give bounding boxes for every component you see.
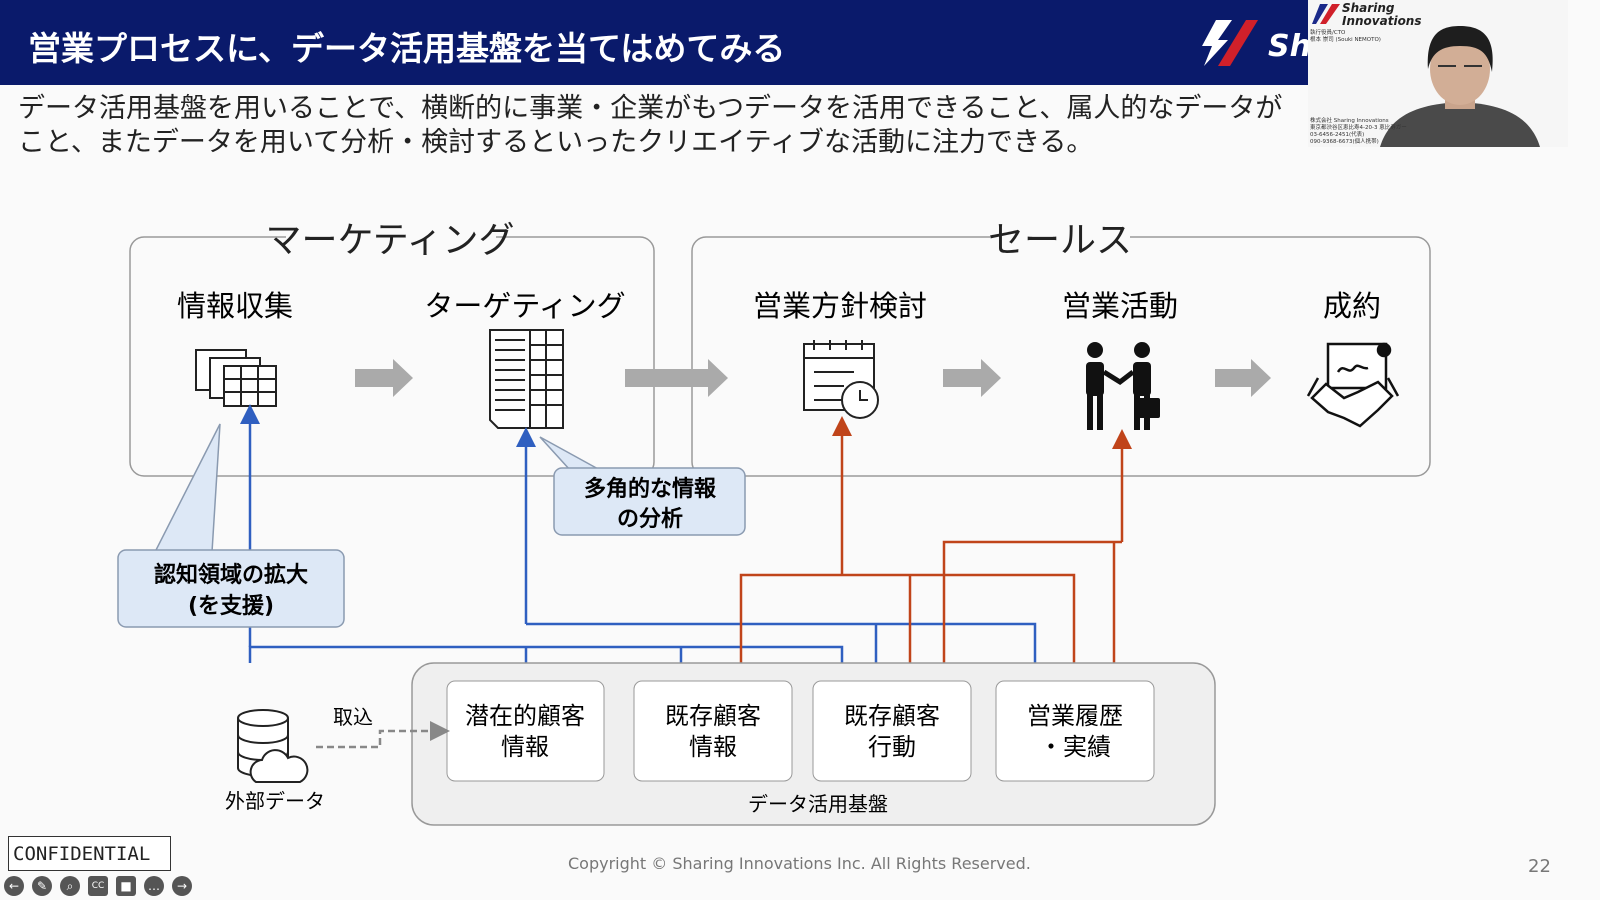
video-logo-line2: Innovations — [1342, 14, 1422, 28]
speaker-person — [1380, 26, 1540, 147]
platform-item-1-line-2: 情報 — [501, 733, 549, 761]
previous-slide-icon[interactable]: ← — [4, 876, 24, 896]
platform-item-2-line-1: 既存顧客 — [665, 702, 761, 730]
zoom-icon[interactable]: ⌕ — [60, 876, 80, 896]
company-name: 株式会社 Sharing Innovations — [1310, 118, 1389, 124]
step-targeting: ターゲティング — [424, 289, 625, 323]
callout-analysis-line-1: 多角的な情報 — [584, 476, 717, 502]
phone-mobile: 090-9368-6673(個人携帯) — [1310, 139, 1379, 145]
platform-item-4-line-1: 営業履歴 — [1027, 702, 1123, 730]
platform-item-3-line-2: 行動 — [868, 733, 916, 761]
video-logo-line1: Sharing — [1342, 1, 1395, 15]
platform-item-potential-customers — [446, 680, 605, 782]
callout-awareness: 認知領域の拡大 (を支援) — [117, 423, 345, 628]
platform-item-sales-history — [995, 680, 1155, 782]
import-arrow — [316, 721, 450, 749]
captions-icon[interactable]: CC — [88, 876, 108, 896]
business-meeting-icon — [1086, 342, 1160, 430]
page-number: 22 — [1528, 856, 1551, 877]
speaker-name: 根本 崇司 (Souki NEMOTO) — [1310, 37, 1381, 43]
callout-analysis-line-2: の分析 — [617, 507, 683, 532]
flow-arrow-3 — [943, 359, 1001, 397]
speaker-role: 執行役員/CTO — [1310, 30, 1346, 36]
data-platform-label: データ活用基盤 — [748, 792, 888, 816]
step-info-collection: 情報収集 — [177, 289, 293, 323]
flow-arrow-1 — [355, 359, 413, 397]
external-data-label: 外部データ — [225, 789, 325, 813]
import-label: 取込 — [333, 705, 373, 729]
sales-group-box — [691, 236, 1431, 477]
blue-data-lines — [240, 404, 1037, 663]
phone-main: 03-6456-2451(代表) — [1310, 132, 1365, 138]
video-logo-icon — [1312, 4, 1340, 24]
confidential-label: CONFIDENTIAL — [8, 836, 171, 871]
callout-analysis: 多角的な情報 の分析 — [539, 436, 746, 536]
flow-arrow-2 — [625, 359, 728, 397]
lead-text: データ活用基盤を用いることで、横断的に事業・企業がもつデータを活用できること、属… — [18, 92, 1302, 160]
flow-arrows — [355, 359, 1271, 397]
copyright: Copyright © Sharing Innovations Inc. All… — [568, 854, 1031, 873]
svg-text:Sh: Sh — [1268, 29, 1308, 64]
pen-icon[interactable]: ✎ — [32, 876, 52, 896]
calendar-clock-icon — [803, 340, 879, 419]
more-options-icon[interactable]: … — [144, 876, 164, 896]
platform-item-2-line-2: 情報 — [689, 733, 737, 761]
sales-label: セールス — [988, 220, 1132, 261]
database-cloud-icon — [237, 709, 309, 783]
spreadsheets-icon — [195, 349, 277, 407]
orange-data-lines — [739, 416, 1132, 663]
step-sales-policy: 営業方針検討 — [753, 289, 927, 323]
platform-item-existing-customers — [633, 680, 793, 782]
next-slide-icon[interactable]: → — [172, 876, 192, 896]
slide-title: 営業プロセスに、データ活用基盤を当てはめてみる — [28, 29, 786, 68]
slide-header: 営業プロセスに、データ活用基盤を当てはめてみる Sh — [0, 0, 1308, 85]
platform-item-1-line-1: 潜在的顧客 — [465, 702, 585, 730]
camera-icon[interactable]: ■ — [116, 876, 136, 896]
platform-item-3-line-1: 既存顧客 — [844, 702, 940, 730]
callout-awareness-line-2: (を支援) — [188, 594, 274, 619]
company-address: 東京都渋谷区恵比寿4-20-3 恵比寿ガー — [1310, 125, 1407, 131]
marketing-label: マーケティング — [265, 220, 514, 261]
flow-arrow-4 — [1215, 359, 1271, 397]
lead-text-line-2: こと、またデータを用いて分析・検討するといったクリエイティブな活動に注力できる。 — [18, 127, 1094, 158]
platform-item-customer-behavior — [812, 680, 972, 782]
callout-awareness-line-1: 認知領域の拡大 — [154, 562, 308, 588]
platform-item-4-line-2: ・実績 — [1039, 733, 1111, 761]
step-sales-activity: 営業活動 — [1062, 289, 1178, 323]
sharing-innovations-logo: Sh — [1202, 20, 1308, 66]
document-list-icon — [489, 329, 564, 429]
presentation-toolbar: ← ✎ ⌕ CC ■ … → — [4, 876, 192, 896]
lead-text-line-1: データ活用基盤を用いることで、横断的に事業・企業がもつデータを活用できること、属… — [18, 93, 1283, 124]
handshake-contract-icon — [1306, 342, 1400, 428]
step-contract: 成約 — [1323, 289, 1381, 323]
